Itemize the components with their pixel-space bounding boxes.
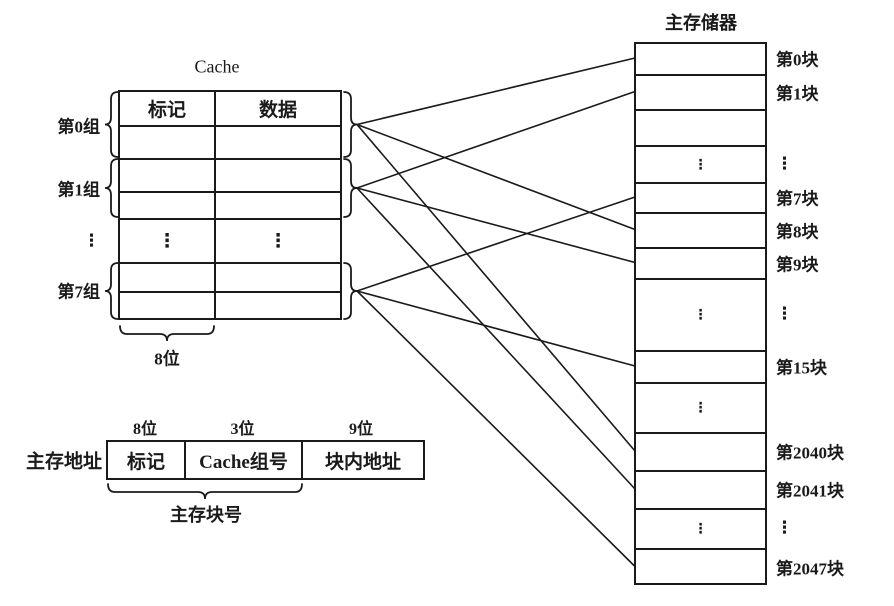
cache-set-label: 第1组 [57, 180, 101, 200]
memory-block-label: 第15块 [776, 358, 827, 378]
cache-set-label: 第7组 [57, 282, 101, 302]
cache-data-cell [216, 264, 340, 291]
memory-block-label: 第1块 [776, 84, 819, 103]
cache-set-brace-left [104, 91, 119, 158]
memory-title: 主存储器 [665, 13, 737, 33]
cache-tag-cell [120, 193, 216, 218]
mapping-line [356, 123, 636, 452]
memory-block-label: 第7块 [776, 189, 819, 209]
memory-block-row: ⋮ [636, 280, 765, 352]
memory-address-label: 主存地址 [25, 451, 102, 473]
cache-title: Cache [194, 56, 240, 77]
cache-data-cell [216, 293, 340, 318]
memory-block-row [636, 472, 765, 510]
cache-set-ellipsis: ⋮ [83, 231, 100, 251]
tag-width-label: 8位 [154, 349, 180, 369]
memory-block-row [636, 111, 765, 147]
mapping-line [356, 290, 636, 568]
block-number-brace [107, 483, 303, 500]
memory-ellipsis-label: ⋮ [776, 518, 793, 538]
cache-row [120, 127, 340, 160]
cache-row [120, 293, 340, 318]
mapping-line [356, 196, 636, 292]
memory-block-label: 第2047块 [776, 559, 844, 578]
tag-width-brace [119, 325, 215, 342]
cache-data-cell [216, 160, 340, 191]
mapping-line [356, 90, 636, 189]
cache-set-brace-left [104, 262, 119, 320]
mapping-line [356, 57, 636, 126]
cache-row [120, 193, 340, 220]
cache-data-cell: 数据 [258, 100, 297, 121]
memory-block-row [636, 434, 765, 472]
cache-data-cell [216, 193, 340, 218]
memory-block-row [636, 550, 765, 583]
field-bits-label: 9位 [348, 421, 374, 438]
memory-block-label: 第8块 [776, 222, 819, 241]
memory-block-row: ⋮ [636, 147, 765, 184]
memory-ellipsis-label: ⋮ [776, 304, 793, 324]
cache-set-brace-right [343, 262, 358, 320]
mapping-line [356, 123, 636, 231]
cache-set-label: 第0组 [57, 117, 101, 137]
memory-block-label: 第9块 [776, 255, 819, 274]
cache-tag-cell [120, 293, 216, 318]
field-bits-label: 3位 [230, 421, 255, 438]
memory-block-row [636, 184, 765, 214]
memory-block-row [636, 352, 765, 384]
memory-block-row [636, 249, 765, 280]
memory-block-row: ⋮ [636, 384, 765, 434]
address-field: 标记 [108, 442, 186, 478]
memory-block-label: 第0块 [776, 50, 819, 70]
field-bits-label: 8位 [132, 421, 158, 438]
block-number-label: 主存块号 [170, 505, 242, 525]
mapping-line [356, 187, 636, 264]
cache-tag-cell [120, 127, 216, 158]
cache-set-brace-left [104, 158, 119, 218]
memory-block-row [636, 214, 765, 249]
cache-table: 标记数据⋮⋮ [118, 90, 342, 320]
cache-tag-cell [120, 160, 216, 191]
cache-row [120, 160, 340, 193]
mapping-line [356, 290, 636, 367]
cache-row: ⋮⋮ [120, 220, 340, 264]
memory-block-row [636, 76, 765, 111]
main-memory-table: ⋮ ⋮ ⋮ ⋮ [634, 42, 767, 585]
memory-block-row [636, 44, 765, 76]
cache-tag-cell: ⋮ [120, 220, 216, 262]
address-field: 块内地址 [324, 451, 401, 473]
cache-data-cell [216, 127, 340, 158]
cache-tag-cell [120, 264, 216, 291]
cache-set-brace-right [343, 91, 358, 158]
memory-block-row: ⋮ [636, 510, 765, 550]
cache-header-row: 标记 数据 [120, 92, 340, 127]
cache-data-cell: ⋮ [268, 230, 288, 252]
cache-tag-cell: 标记 [120, 92, 216, 125]
memory-ellipsis-label: ⋮ [776, 153, 793, 174]
cache-set-brace-right [343, 158, 358, 218]
address-field: Cache组号 [186, 442, 303, 478]
memory-block-label: 第2040块 [776, 443, 844, 463]
cache-row [120, 264, 340, 293]
memory-block-label: 第2041块 [776, 481, 844, 501]
